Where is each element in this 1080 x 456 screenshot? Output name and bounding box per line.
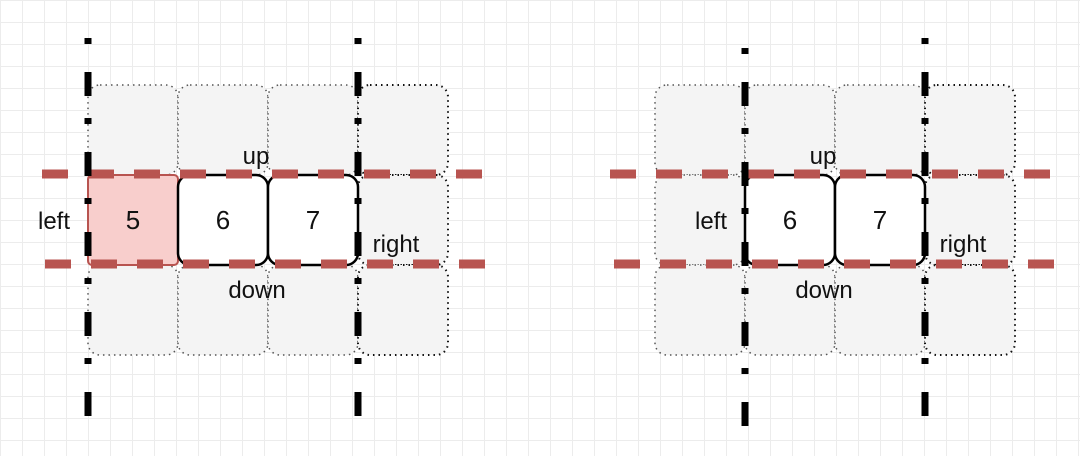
bg-cell: [654, 174, 746, 266]
label-up: up: [810, 143, 837, 170]
cell-value: 7: [306, 205, 320, 235]
bg-cell: [87, 264, 179, 356]
left-panel: 5 6 7 up down left right: [38, 38, 498, 420]
bg-cell: [177, 84, 269, 176]
label-right: right: [373, 231, 420, 258]
label-right: right: [940, 231, 987, 258]
cell-value: 6: [216, 205, 230, 235]
cell-value: 5: [126, 205, 140, 235]
bg-cell: [654, 84, 746, 176]
label-left: left: [38, 208, 70, 235]
cell-value: 6: [783, 205, 797, 235]
cell-box: [833, 173, 927, 267]
label-down: down: [795, 277, 852, 304]
bg-cell: [924, 84, 1016, 176]
bg-cell: [654, 264, 746, 356]
cell-value: 7: [873, 205, 887, 235]
background-cells: [654, 84, 1016, 356]
label-down: down: [228, 277, 285, 304]
right-panel: 6 7 up down left right: [610, 38, 1066, 432]
bg-cell: [267, 84, 359, 176]
bg-cell: [357, 264, 449, 356]
cell-box: [266, 173, 360, 267]
label-left: left: [695, 208, 727, 235]
label-up: up: [243, 143, 270, 170]
bg-cell: [87, 84, 179, 176]
bg-cell: [834, 84, 926, 176]
bg-cell: [924, 264, 1016, 356]
bg-cell: [357, 84, 449, 176]
